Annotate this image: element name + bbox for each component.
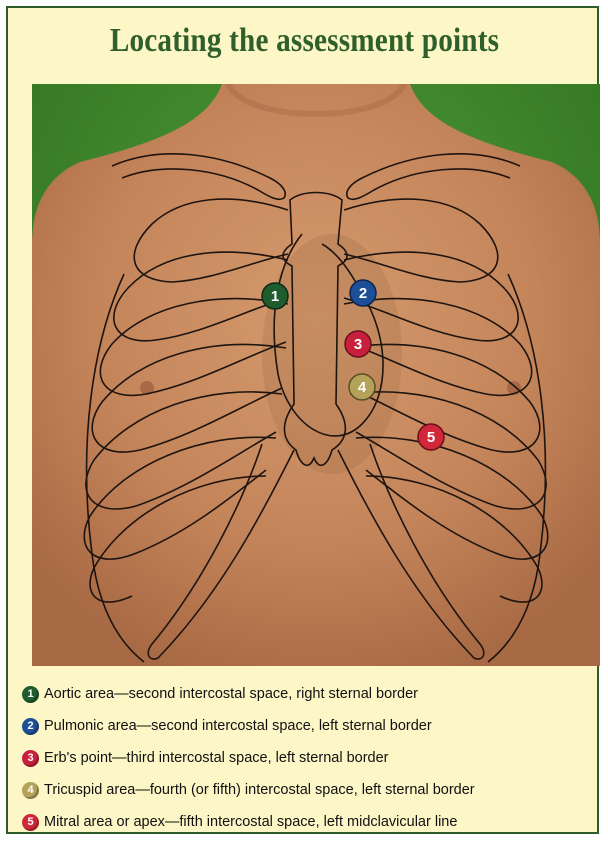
legend-text-pulmonic: Pulmonic area—second intercostal space, … bbox=[44, 718, 432, 734]
legend-item-pulmonic: 2 Pulmonic area—second intercostal space… bbox=[22, 710, 597, 742]
point-marker-4-label: 4 bbox=[358, 379, 367, 396]
legend-text-mitral: Mitral area or apex—fifth intercostal sp… bbox=[44, 814, 457, 830]
point-marker-3-label: 3 bbox=[354, 336, 362, 353]
legend-dot-3: 3 bbox=[22, 750, 39, 767]
legend-text-aortic: Aortic area—second intercostal space, ri… bbox=[44, 686, 418, 702]
assessment-points-card: Locating the assessment points bbox=[6, 6, 599, 834]
legend-item-tricuspid: 4 Tricuspid area—fourth (or fifth) inter… bbox=[22, 774, 597, 806]
legend-item-aortic: 1 Aortic area—second intercostal space, … bbox=[22, 678, 597, 710]
point-marker-4: 4 bbox=[349, 374, 375, 400]
point-marker-5: 5 bbox=[418, 424, 444, 450]
point-marker-2: 2 bbox=[350, 280, 376, 306]
page-title: Locating the assessment points bbox=[50, 22, 560, 60]
chest-diagram: 1 2 3 4 5 bbox=[32, 84, 600, 666]
legend-dot-5: 5 bbox=[22, 814, 39, 831]
point-marker-1: 1 bbox=[262, 283, 288, 309]
legend-dot-4: 4 bbox=[22, 782, 39, 799]
legend-text-erbs-point: Erb's point—third intercostal space, lef… bbox=[44, 750, 389, 766]
legend-dot-1: 1 bbox=[22, 686, 39, 703]
legend-dot-2: 2 bbox=[22, 718, 39, 735]
point-marker-2-label: 2 bbox=[359, 285, 367, 302]
legend-item-erbs-point: 3 Erb's point—third intercostal space, l… bbox=[22, 742, 597, 774]
legend-list: 1 Aortic area—second intercostal space, … bbox=[22, 678, 597, 838]
point-marker-1-label: 1 bbox=[271, 288, 279, 305]
point-marker-5-label: 5 bbox=[427, 429, 435, 446]
legend-text-tricuspid: Tricuspid area—fourth (or fifth) interco… bbox=[44, 782, 475, 798]
legend-item-mitral: 5 Mitral area or apex—fifth intercostal … bbox=[22, 806, 597, 838]
point-marker-3: 3 bbox=[345, 331, 371, 357]
chest-illustration: 1 2 3 4 5 bbox=[32, 84, 600, 666]
